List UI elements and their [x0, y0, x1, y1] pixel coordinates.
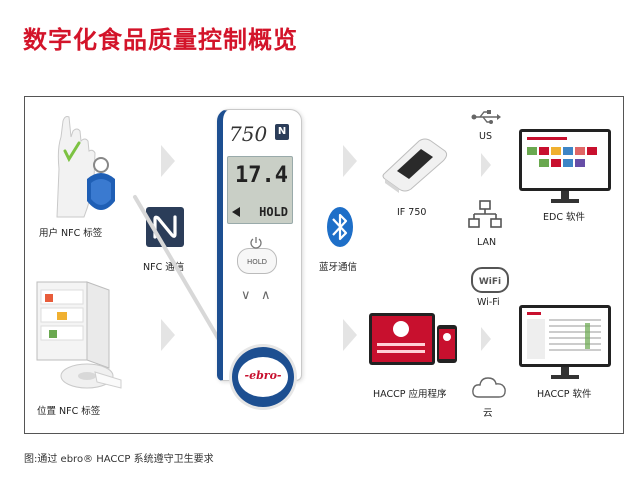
flow-arrow-5: [481, 153, 491, 177]
flow-arrow-1: [161, 145, 175, 177]
lcd-arrow-icon: [232, 207, 240, 217]
cloud-label: 云: [483, 408, 493, 419]
lan-label: LAN: [477, 237, 497, 248]
haccp-monitor-stand: [561, 367, 569, 375]
hold-button-label: HOLD: [246, 258, 268, 266]
haccp-monitor-base: [551, 375, 579, 379]
nfc-logo-icon: [146, 207, 184, 247]
hold-button[interactable]: HOLD: [237, 248, 277, 274]
if750-label: IF 750: [397, 207, 427, 218]
edc-monitor-icon: [519, 129, 611, 191]
flow-arrow-3: [343, 145, 357, 177]
haccp-software-label: HACCP 软件: [537, 389, 592, 400]
haccp-monitor-icon: [519, 305, 611, 367]
usb-label: US: [479, 131, 492, 142]
figure-caption: 图:通过 ebro® HACCP 系统遵守卫生要求: [24, 454, 214, 465]
flow-arrow-6: [481, 327, 491, 351]
edc-monitor-stand: [561, 191, 569, 199]
lcd-reading: 17.4: [235, 163, 288, 188]
wifi-label: Wi-Fi: [477, 297, 500, 308]
fridge-with-nfc-label-icon: [36, 281, 122, 389]
phone-icon: [437, 325, 457, 363]
device-model-text: 750: [229, 122, 268, 146]
thermometer-device: 750 N 17.4 HOLD HOLD ∨ ∧ -ebro-: [217, 109, 302, 410]
down-button-icon[interactable]: ∨: [241, 288, 251, 303]
tablet-icon: [369, 313, 435, 365]
user-nfc-tag-label: 用户 NFC 标签: [39, 228, 103, 239]
hand-with-nfc-keyfob-icon: [56, 116, 115, 218]
nfc-communication-label: NFC 通信: [143, 262, 185, 273]
flow-arrow-2: [161, 319, 175, 351]
location-nfc-tag-label: 位置 NFC 标签: [37, 406, 101, 417]
diagram-frame: 用户 NFC 标签 位置 NFC 标签 NFC 通信 750 N 17.4 HO…: [24, 96, 624, 434]
power-icon: [250, 237, 262, 249]
bluetooth-icon: [327, 207, 353, 247]
ebro-logo: -ebro-: [229, 344, 297, 410]
ebro-logo-text: -ebro-: [244, 369, 282, 382]
haccp-app-label: HACCP 应用程序: [373, 389, 447, 400]
wifi-icon: WiFi: [471, 267, 509, 293]
bluetooth-communication-label: 蓝牙通信: [319, 262, 358, 273]
device-nfc-badge-icon: N: [275, 124, 289, 140]
flow-arrow-4: [343, 319, 357, 351]
lan-network-icon: [468, 200, 502, 228]
up-button-icon[interactable]: ∧: [261, 288, 271, 303]
edc-monitor-base: [551, 199, 579, 203]
edc-software-label: EDC 软件: [543, 212, 585, 223]
wifi-glyph-text: WiFi: [478, 277, 502, 287]
usb-icon: [471, 110, 501, 124]
cloud-icon: [472, 377, 506, 398]
if750-interface-icon: [382, 138, 448, 193]
page-title: 数字化食品质量控制概览: [23, 26, 298, 54]
lcd-display: 17.4 HOLD: [227, 156, 293, 224]
lcd-status: HOLD: [259, 205, 288, 219]
